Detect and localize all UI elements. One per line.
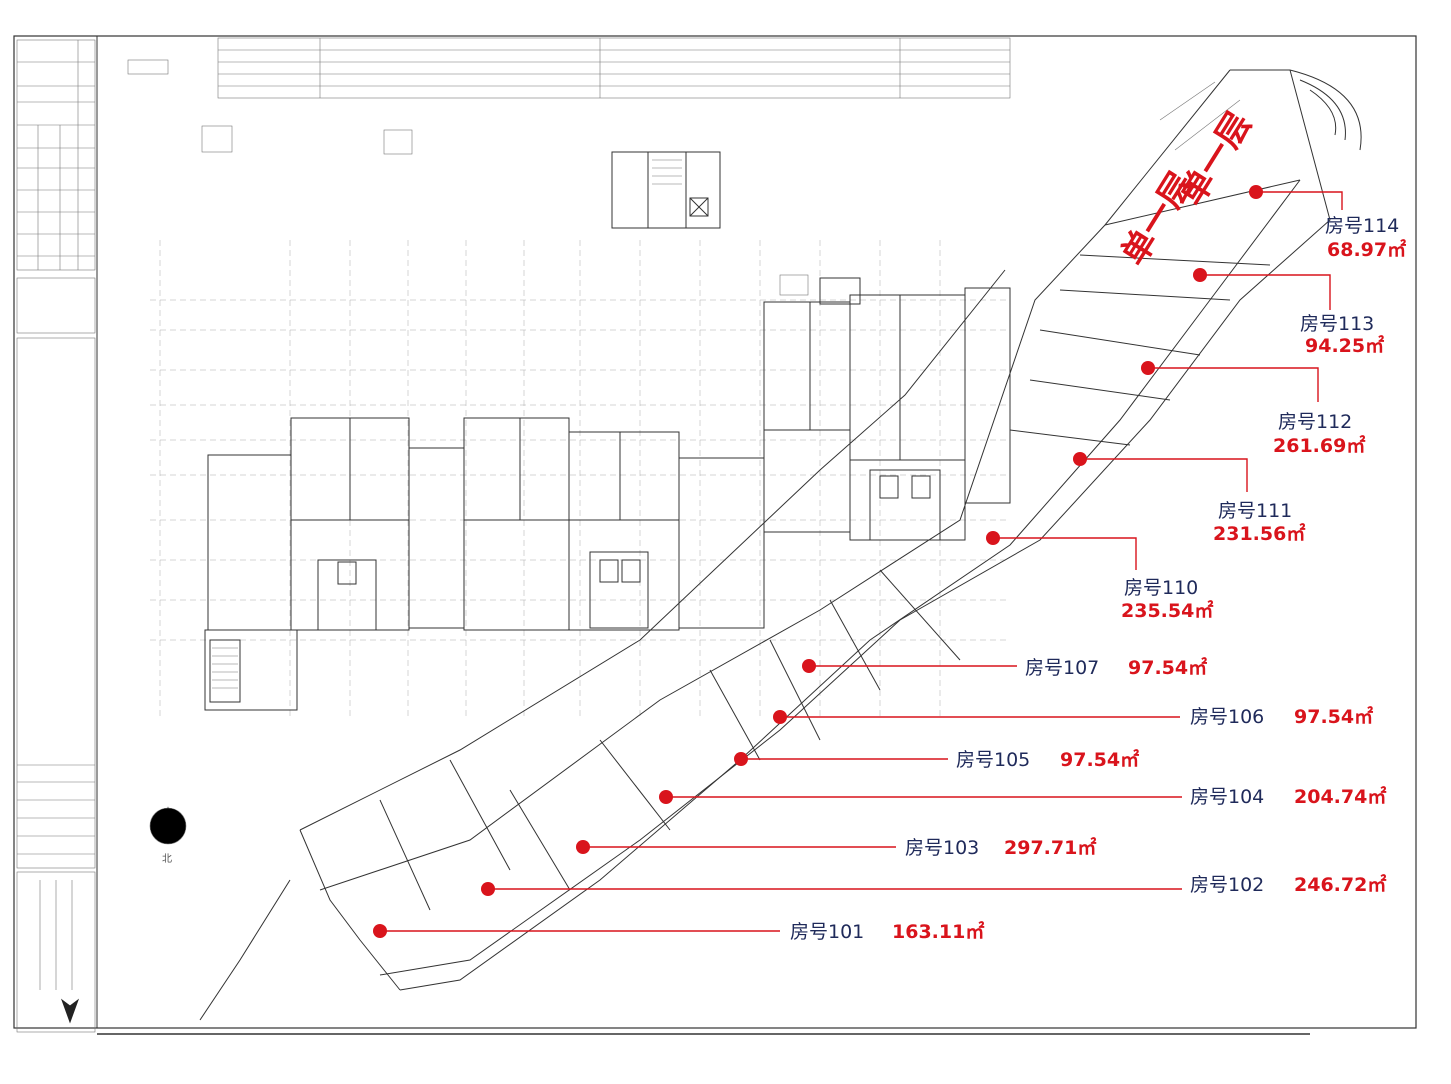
unit-name: 房号105: [956, 749, 1030, 771]
unit-marker-dot[interactable]: [773, 710, 787, 724]
unit-area: 97.54㎡: [1060, 748, 1139, 771]
notes-block: [127, 37, 1011, 99]
unit-area: 94.25㎡: [1305, 334, 1384, 357]
unit-marker-dot[interactable]: [1073, 452, 1087, 466]
unit-callout-107: 房号107 97.54㎡: [802, 656, 1207, 679]
unit-area: 235.54㎡: [1121, 599, 1213, 622]
title-block: [16, 39, 96, 1033]
floor-title-duplicate: 单一层: [1172, 105, 1260, 213]
unit-marker-dot[interactable]: [659, 790, 673, 804]
leader-line: [1148, 367, 1319, 402]
unit-area: 97.54㎡: [1294, 705, 1373, 728]
axis-grid: [150, 240, 1010, 720]
unit-name: 房号111: [1218, 500, 1292, 522]
unit-name: 房号114: [1325, 215, 1399, 237]
residential-block: [204, 274, 1011, 711]
unit-callouts: 房号11468.97㎡房号11394.25㎡房号112261.69㎡房号1112…: [373, 185, 1406, 943]
unit-name: 房号101: [790, 921, 864, 943]
unit-callout-101: 房号101 163.11㎡: [373, 920, 984, 943]
unit-marker-dot[interactable]: [986, 531, 1000, 545]
leader-line: [1200, 274, 1331, 310]
unit-area: 231.56㎡: [1213, 522, 1305, 545]
unit-callout-103: 房号103 297.71㎡: [576, 836, 1096, 859]
unit-area: 246.72㎡: [1294, 873, 1386, 896]
unit-marker-dot[interactable]: [373, 924, 387, 938]
unit-marker-dot[interactable]: [481, 882, 495, 896]
unit-area: 204.74㎡: [1294, 785, 1386, 808]
unit-marker-dot[interactable]: [1141, 361, 1155, 375]
leader-line: [1256, 191, 1343, 210]
unit-area: 68.97㎡: [1327, 238, 1406, 261]
unit-area: 297.71㎡: [1004, 836, 1096, 859]
unit-name: 房号104: [1190, 786, 1264, 808]
unit-area: 163.11㎡: [892, 920, 984, 943]
compass-label: 北: [162, 853, 172, 865]
unit-area: 97.54㎡: [1128, 656, 1207, 679]
unit-marker-dot[interactable]: [1193, 268, 1207, 282]
unit-callout-106: 房号106 97.54㎡: [773, 705, 1373, 728]
unit-callout-105: 房号105 97.54㎡: [734, 748, 1139, 771]
unit-marker-dot[interactable]: [734, 752, 748, 766]
unit-callout-104: 房号104 204.74㎡: [659, 785, 1386, 808]
unit-area: 261.69㎡: [1273, 434, 1365, 457]
unit-marker-dot[interactable]: [802, 659, 816, 673]
unit-callout-102: 房号102 246.72㎡: [481, 873, 1386, 896]
drawing-frame: [13, 35, 1417, 1035]
unit-name: 房号103: [905, 837, 979, 859]
unit-name: 房号110: [1124, 577, 1198, 599]
unit-marker-dot[interactable]: [576, 840, 590, 854]
unit-name: 房号112: [1278, 411, 1352, 433]
commercial-wing: [199, 69, 1362, 1021]
unit-name: 房号102: [1190, 874, 1264, 896]
stair-detail: [201, 125, 721, 229]
leader-line: [1080, 458, 1248, 492]
compass-icon: [149, 806, 187, 845]
leader-line: [993, 537, 1137, 570]
unit-name: 房号106: [1190, 706, 1264, 728]
unit-name: 房号113: [1300, 313, 1374, 335]
unit-marker-dot[interactable]: [1249, 185, 1263, 199]
unit-name: 房号107: [1025, 657, 1099, 679]
